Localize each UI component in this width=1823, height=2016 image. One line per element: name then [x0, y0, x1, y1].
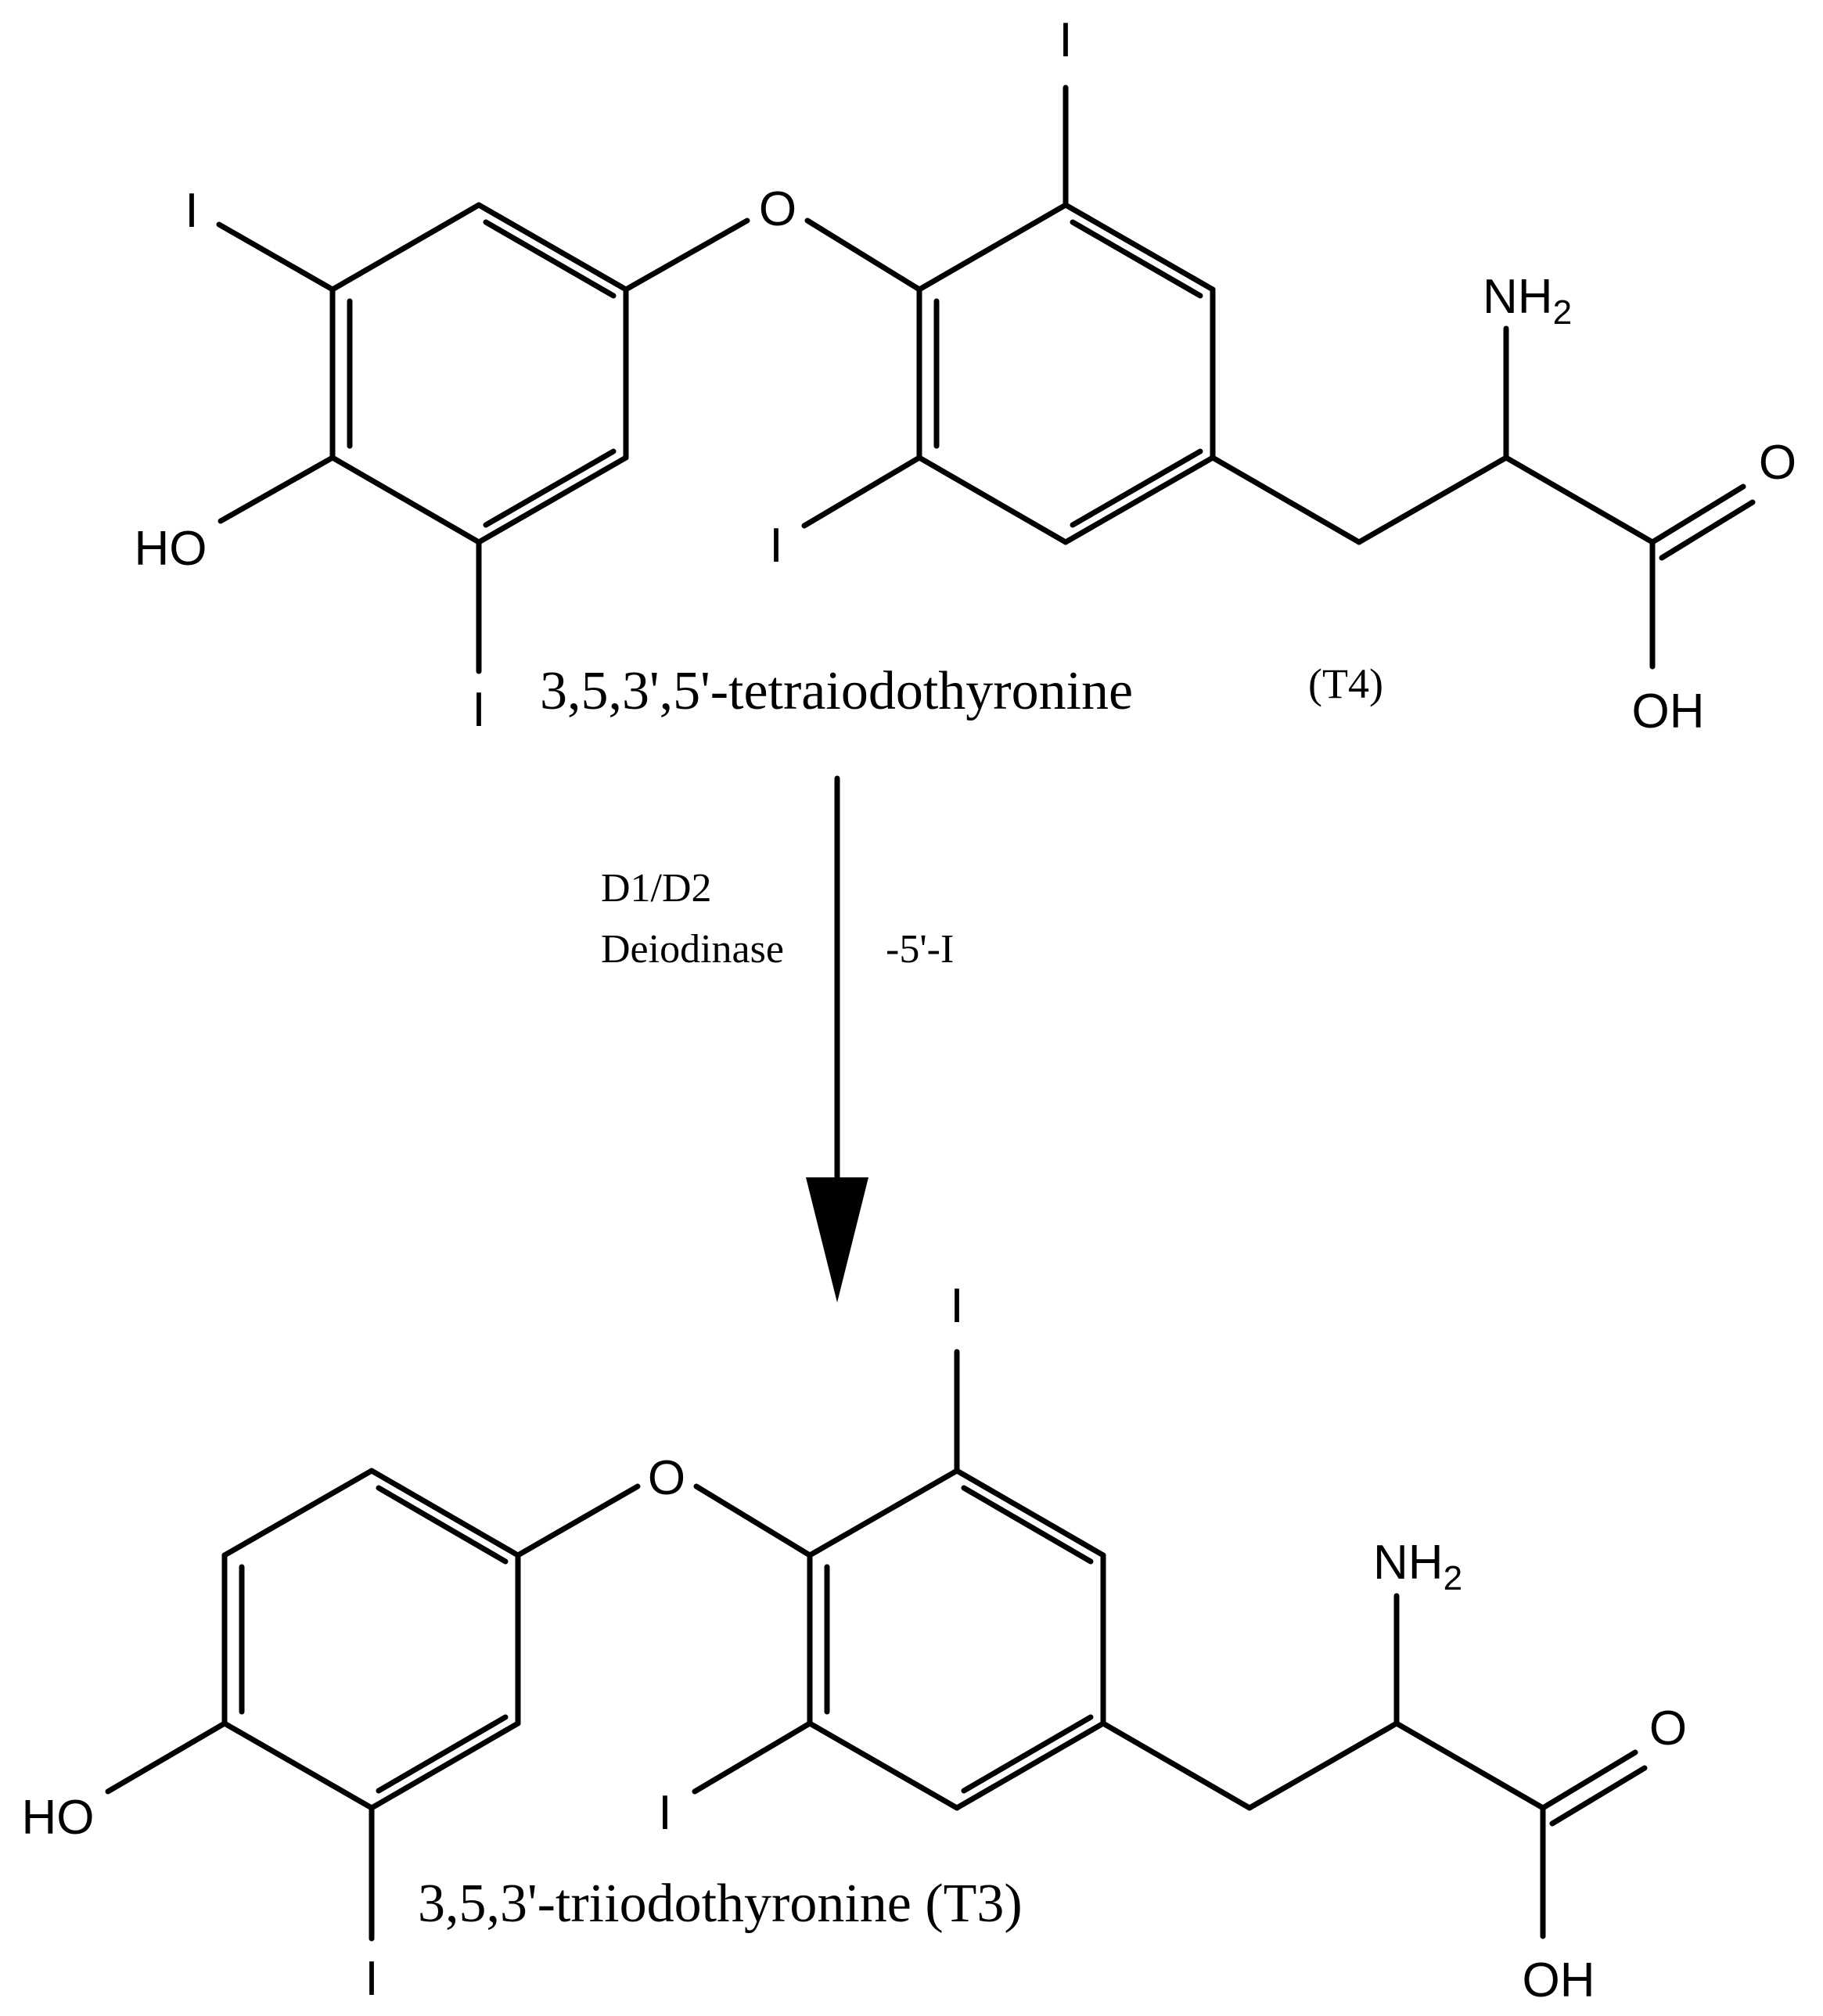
- t4-atom-amine: NH2: [1483, 270, 1572, 332]
- t4-atom-ether-o: O: [759, 182, 796, 236]
- t3-bond-cooh: [1393, 1720, 1546, 1811]
- t4-abbrev: (T4): [1308, 660, 1383, 707]
- t4-bond-co-1: [1649, 483, 1746, 545]
- t3-bond-o-left: [515, 1483, 641, 1558]
- arrow-head: [806, 1177, 868, 1303]
- t3-bond-ca: [1246, 1720, 1400, 1811]
- t3-atom-i3p: I: [950, 1279, 963, 1333]
- t4-atom-i5: I: [472, 683, 485, 737]
- t3-bond-i5p: [692, 1720, 813, 1795]
- t4-name: 3,5,3',5'-tetraiodothyronine: [540, 661, 1133, 721]
- t3-atom-ether-o: O: [648, 1451, 685, 1505]
- t3-bond-ch2: [1100, 1720, 1253, 1811]
- t3-atom-amine: NH2: [1373, 1536, 1462, 1597]
- t4-bond-o-right: [804, 217, 922, 293]
- enzyme-label-1: D1/D2: [601, 866, 712, 911]
- t4-outer-ring: [329, 202, 629, 545]
- t4-bond-co-2: [1659, 499, 1756, 561]
- t4-atom-i3: I: [185, 184, 198, 238]
- enzyme-label-2: Deiodinase: [601, 927, 784, 972]
- t3-bond-co-1: [1540, 1749, 1638, 1811]
- t3-outer-ring: [221, 1468, 521, 1811]
- t4-atom-i3p: I: [1059, 13, 1072, 67]
- t4-bond-cooh: [1503, 455, 1656, 545]
- t4-bond-o-left: [623, 217, 750, 293]
- t4-inner-ring: [916, 202, 1216, 545]
- t4-bond-ca: [1356, 455, 1509, 545]
- t4-amine-main: NH: [1483, 270, 1553, 324]
- t3-amine-main: NH: [1373, 1536, 1444, 1590]
- t3-atom-carbonyl-o: O: [1649, 1702, 1687, 1755]
- t3-atom-i3: I: [365, 1952, 378, 2006]
- t3-bond-o-right: [693, 1483, 813, 1558]
- t4-atom-acid-oh: OH: [1632, 685, 1705, 738]
- t4-structure: I HO I O I I NH2 O OH: [135, 13, 1797, 738]
- t4-atom-i5p: I: [769, 519, 782, 573]
- reaction-arrow: [806, 775, 868, 1303]
- t4-bond-oh: [218, 455, 336, 524]
- t4-atom-oh: HO: [135, 522, 207, 576]
- t4-bond-ch2: [1210, 455, 1362, 545]
- t3-bond-oh: [105, 1720, 228, 1795]
- t4-atom-carbonyl-o: O: [1759, 436, 1796, 490]
- t4-bond-i3: [216, 221, 336, 293]
- t3-amine-sub: 2: [1444, 1559, 1462, 1597]
- t3-atom-acid-oh: OH: [1523, 1953, 1595, 2007]
- t4-bond-i5p: [801, 455, 922, 529]
- t3-bond-co-2: [1549, 1765, 1648, 1827]
- deiodination-label: -5'-I: [886, 927, 954, 972]
- t3-name: 3,5,3'-triiodothyronine (T3): [418, 1874, 1023, 1934]
- t3-atom-i5p: I: [658, 1786, 671, 1840]
- t3-inner-ring: [807, 1468, 1106, 1811]
- t4-amine-sub: 2: [1553, 293, 1572, 332]
- t3-structure: HO I O I I NH2 O OH: [22, 1279, 1688, 2007]
- t3-atom-oh: HO: [22, 1791, 95, 1845]
